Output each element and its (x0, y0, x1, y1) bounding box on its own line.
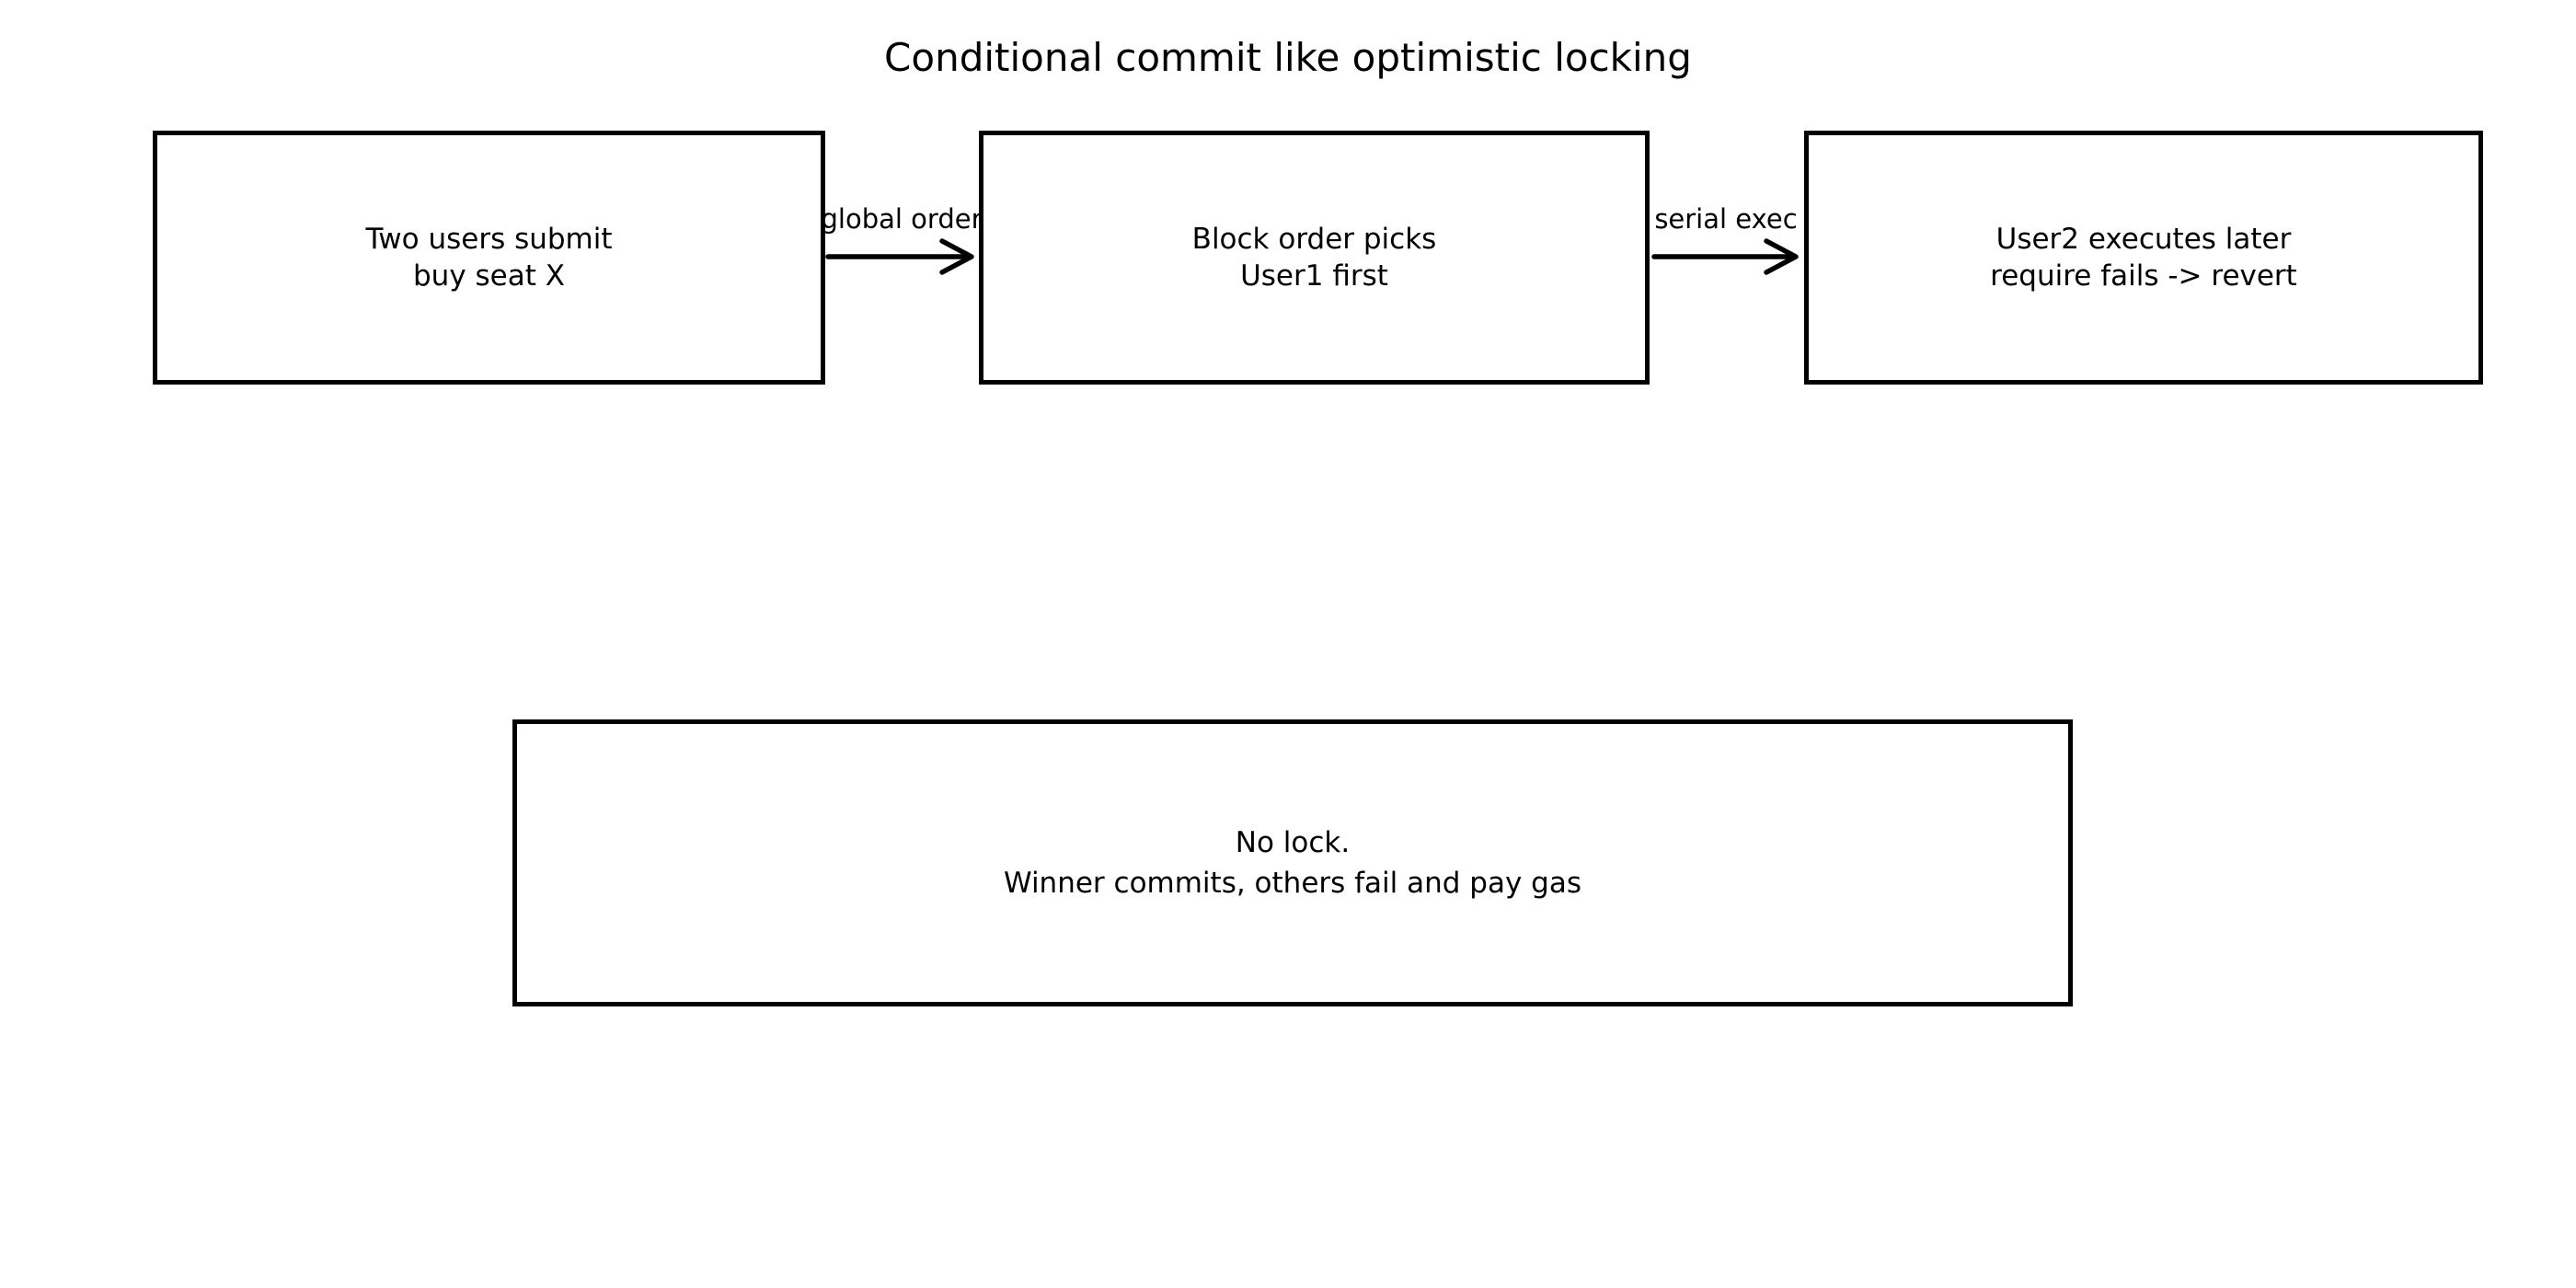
flow-box-text-line: User1 first (1240, 259, 1388, 293)
summary-box-text-line: No lock. (1235, 826, 1351, 859)
flow-box-text-line: require fails -> revert (1990, 259, 2297, 293)
flow-box-user2-executes: User2 executes later require fails -> re… (1804, 131, 2483, 385)
arrow-serial-exec (1651, 238, 1799, 275)
arrow-label-global-order: global order (821, 203, 983, 235)
flow-box-two-users-submit: Two users submit buy seat X (153, 131, 825, 385)
summary-box-text-line: Winner commits, others fail and pay gas (1003, 867, 1582, 900)
flow-box-text-line: buy seat X (413, 259, 565, 293)
diagram-title: Conditional commit like optimistic locki… (884, 35, 1692, 80)
flow-box-text-line: Two users submit (365, 223, 613, 256)
summary-box-no-lock: No lock. Winner commits, others fail and… (512, 719, 2073, 1006)
flow-box-block-order-picks: Block order picks User1 first (979, 131, 1650, 385)
flow-box-text-line: Block order picks (1191, 223, 1437, 256)
flow-box-text-line: User2 executes later (1995, 223, 2292, 256)
arrow-label-serial-exec: serial exec (1654, 203, 1798, 235)
arrow-global-order (825, 238, 974, 275)
